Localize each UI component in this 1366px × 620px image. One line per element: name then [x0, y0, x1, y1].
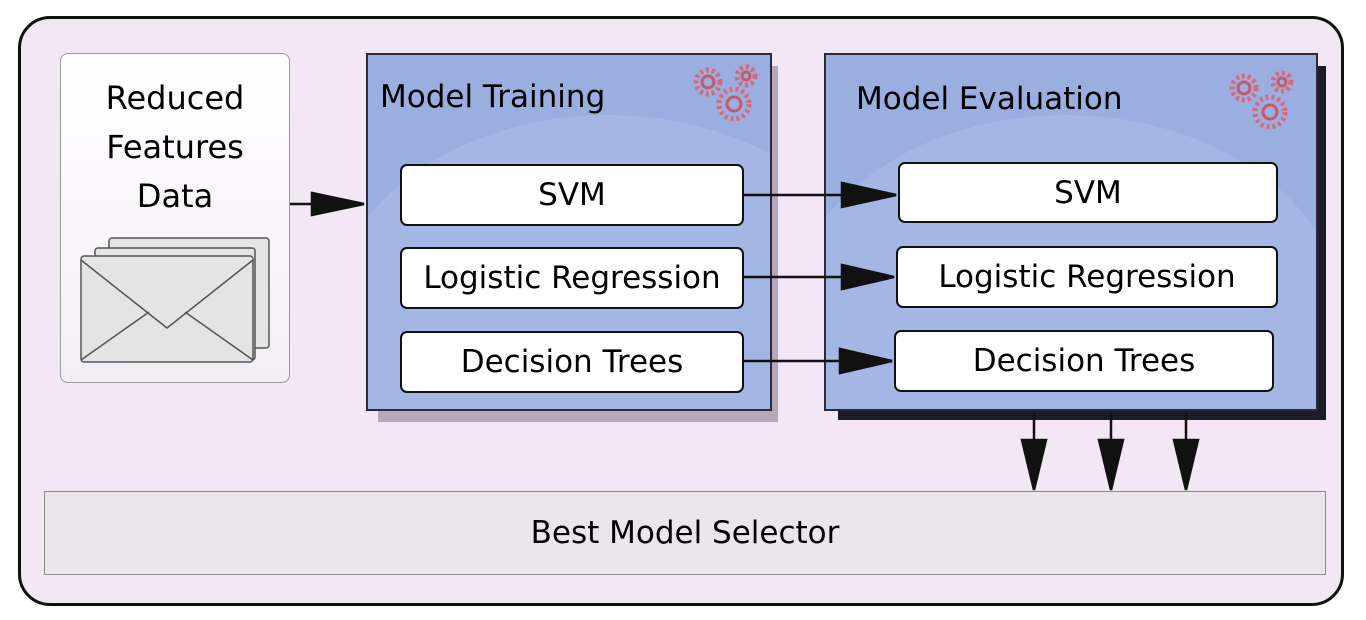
- svm-arrowhead: [840, 181, 897, 209]
- evaluation-logistic-regression-box: Logistic Regression: [896, 246, 1278, 308]
- evaluation-svm-box: SVM: [898, 162, 1278, 223]
- to-selector-arrowhead-2: [1097, 438, 1125, 491]
- logistic-regression-arrowhead: [840, 263, 895, 291]
- training-logistic-regression-box: Logistic Regression: [400, 247, 744, 309]
- envelope-stack-icon: [80, 237, 270, 363]
- reduced-features-data-label: Reduced Features Data: [105, 79, 245, 215]
- decision-trees-arrowhead: [838, 347, 893, 375]
- model-training-title: Model Training: [380, 79, 606, 115]
- gears-icon: [693, 64, 758, 122]
- gears-icon: [1229, 70, 1294, 130]
- reduced-features-data-card: Reduced Features Data: [60, 53, 290, 383]
- input-to-training-arrowhead: [310, 191, 365, 217]
- to-selector-arrowhead-3: [1172, 438, 1200, 491]
- training-svm-box: SVM: [400, 164, 744, 226]
- training-decision-trees-box: Decision Trees: [400, 331, 744, 393]
- to-selector-arrowhead-1: [1020, 438, 1048, 491]
- best-model-selector: Best Model Selector: [44, 491, 1326, 575]
- evaluation-decision-trees-box: Decision Trees: [894, 330, 1274, 392]
- model-evaluation-title: Model Evaluation: [856, 81, 1123, 117]
